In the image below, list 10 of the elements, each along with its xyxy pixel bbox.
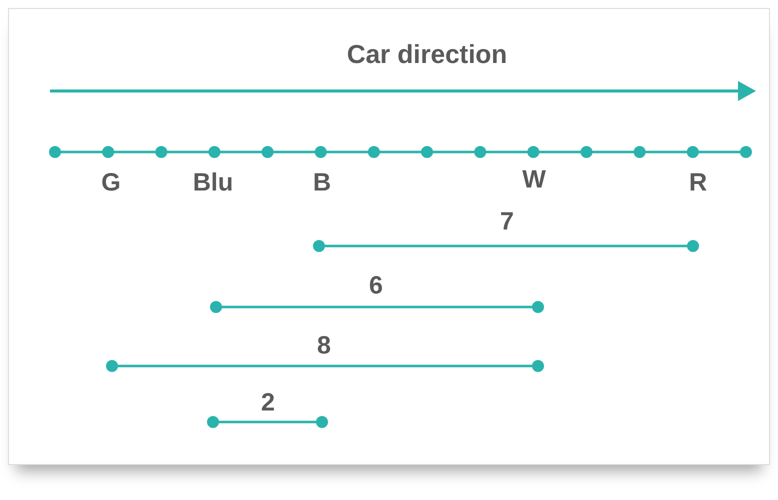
title: Car direction [346,41,508,67]
distance-label: 2 [261,390,275,416]
scale-label: Blu [192,170,234,196]
scale-label: G [101,170,121,196]
scale-label: R [688,170,708,196]
scale-label: W [522,168,546,192]
scale-label: B [312,170,332,196]
distance-label: 6 [369,274,383,298]
distance-label: 7 [500,210,514,234]
distance-label: 8 [317,334,331,358]
